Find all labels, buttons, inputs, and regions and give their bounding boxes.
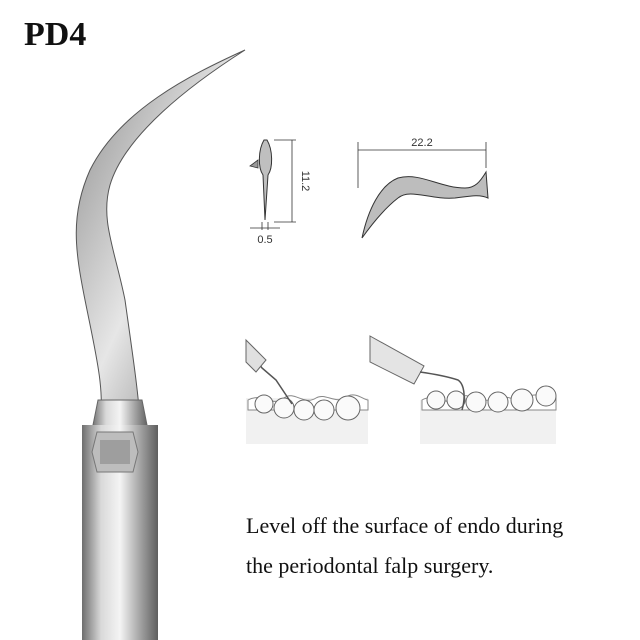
- product-title: PD4: [24, 16, 87, 53]
- description-line-1: Level off the surface of endo during: [246, 513, 564, 538]
- tip-height-label: 11.2: [299, 171, 311, 192]
- tip-width-label: 0.5: [257, 234, 272, 246]
- scaler-tip-image: [75, 49, 246, 640]
- usage-illustration-1: [245, 338, 369, 444]
- side-view-drawing: [357, 142, 489, 239]
- tip-length-label: 22.2: [411, 137, 432, 149]
- usage-description: Level off the surface of endo during the…: [246, 506, 626, 586]
- description-line-2: the periodontal falp surgery.: [246, 553, 494, 578]
- front-view-drawing: [249, 139, 296, 230]
- usage-illustration-2: [369, 335, 557, 444]
